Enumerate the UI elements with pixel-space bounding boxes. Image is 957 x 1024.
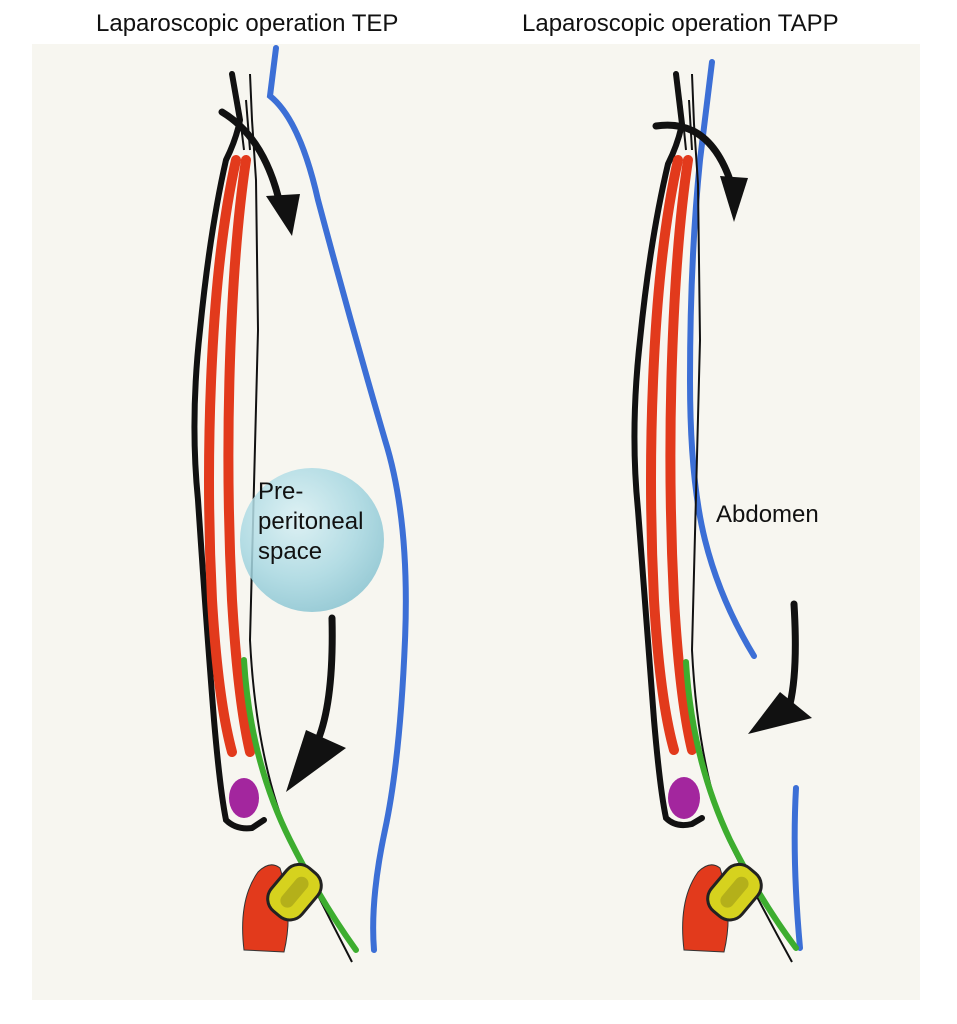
tapp-arrow-upper — [652, 121, 748, 222]
curved-arrow-icon — [748, 692, 812, 734]
tapp-peritoneum-lower — [791, 785, 803, 951]
abdomen-label: Abdomen — [716, 501, 819, 528]
tep-muscle-inner — [223, 155, 255, 757]
tep-panel — [191, 45, 409, 963]
tapp-skin-outline — [631, 71, 705, 829]
tapp-muscle-inner — [665, 155, 697, 755]
tep-fascia-line — [241, 657, 359, 953]
curved-arrow-icon — [720, 176, 748, 222]
tapp-muscle-outer — [646, 155, 683, 755]
tapp-spermatic-cord — [706, 862, 763, 922]
tapp-peritoneum-upper — [686, 59, 757, 659]
tep-peritoneum-line — [266, 45, 409, 953]
tep-skin-outline — [191, 71, 267, 832]
preperitoneal-label-line3: space — [258, 538, 323, 565]
curved-arrow-icon — [286, 730, 346, 792]
tep-title: Laparoscopic operation TEP — [96, 10, 399, 37]
preperitoneal-space-label: Pre- peritoneal space — [258, 477, 363, 567]
tep-muscle-outer — [204, 155, 241, 757]
curved-arrow-icon — [266, 194, 300, 236]
preperitoneal-bubble — [240, 468, 384, 612]
tep-arrow-lower — [286, 614, 346, 792]
tep-spermatic-cord — [266, 862, 323, 922]
preperitoneal-label-line1: Pre- — [258, 478, 304, 505]
tapp-fascia-line — [683, 659, 799, 951]
paper-background — [32, 44, 920, 1000]
tapp-title: Laparoscopic operation TAPP — [522, 10, 839, 37]
tapp-panel — [631, 59, 812, 963]
preperitoneal-label-line2: peritoneal — [258, 508, 364, 535]
tep-arrow-upper — [218, 108, 300, 236]
tapp-vessel — [668, 777, 700, 819]
tep-vessel — [229, 778, 259, 818]
tapp-arrow-lower — [748, 600, 812, 734]
